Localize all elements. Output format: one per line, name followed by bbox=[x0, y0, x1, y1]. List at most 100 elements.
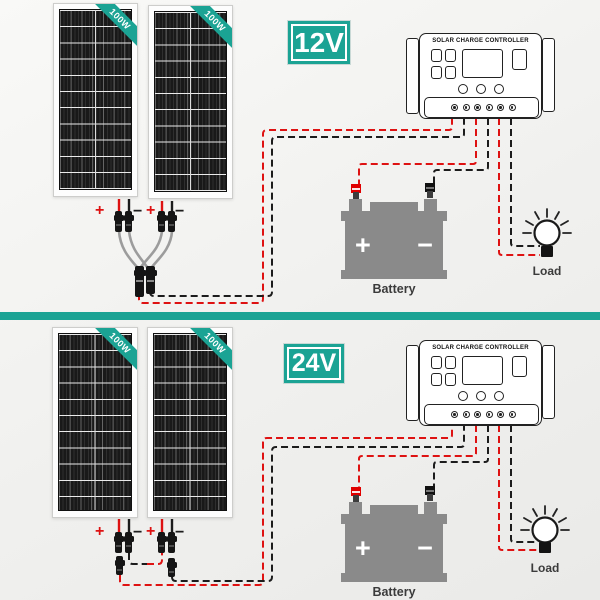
controller-button bbox=[445, 49, 456, 62]
battery-clamp-positive bbox=[351, 487, 361, 496]
solar-panel: 100W bbox=[147, 327, 233, 518]
controller-mount-tab bbox=[406, 38, 419, 114]
controller-knob bbox=[494, 84, 504, 94]
lead-minus-label: − bbox=[133, 203, 143, 220]
panel-cells bbox=[153, 333, 227, 511]
terminal-battery-positive bbox=[474, 104, 481, 111]
controller-lcd bbox=[462, 49, 503, 78]
lead-plus-label: + bbox=[95, 523, 105, 540]
wire-pv-negative-top bbox=[149, 118, 465, 297]
controller-body: SOLAR CHARGE CONTROLLER bbox=[419, 33, 542, 119]
terminal-pv-positive bbox=[451, 411, 458, 418]
controller-knob bbox=[458, 391, 468, 401]
controller-button bbox=[431, 49, 442, 62]
battery-base bbox=[341, 270, 447, 279]
battery-rail bbox=[341, 211, 447, 221]
battery-post bbox=[349, 502, 362, 514]
solar-panel: 100W bbox=[53, 3, 138, 197]
battery-clamp-stub bbox=[427, 494, 433, 501]
panel-cells bbox=[58, 333, 132, 511]
battery-body: + − bbox=[345, 221, 443, 270]
terminal-strip bbox=[424, 404, 539, 425]
controller-button bbox=[445, 66, 456, 79]
lead-plus-label: + bbox=[146, 202, 156, 219]
battery-minus-symbol: − bbox=[417, 533, 433, 563]
controller-lcd bbox=[462, 356, 503, 385]
charge-controller: SOLAR CHARGE CONTROLLER bbox=[406, 33, 556, 119]
mc4-connector-negative bbox=[166, 532, 177, 553]
wire-pv-positive-bottom bbox=[119, 425, 453, 586]
battery-clamp-stub bbox=[353, 495, 359, 502]
battery-plus-symbol: + bbox=[355, 533, 371, 563]
controller-knob bbox=[494, 391, 504, 401]
pv-lead-stubs-bottom bbox=[117, 519, 174, 534]
terminal-load-negative bbox=[508, 411, 516, 418]
terminal-pv-positive bbox=[451, 104, 458, 111]
terminal-battery-negative bbox=[485, 104, 493, 111]
battery-clamp-negative bbox=[425, 183, 435, 192]
battery-minus-symbol: − bbox=[417, 230, 433, 260]
controller-mount-tab bbox=[542, 38, 555, 112]
battery-rail bbox=[341, 514, 447, 524]
battery-handle bbox=[370, 505, 418, 514]
battery-clamp-stub bbox=[427, 191, 433, 198]
terminal-load-positive bbox=[497, 411, 504, 418]
terminal-pv-negative bbox=[462, 104, 470, 111]
parallel-output-connector-positive bbox=[133, 266, 146, 297]
terminal-battery-positive bbox=[474, 411, 481, 418]
controller-button bbox=[445, 373, 456, 386]
battery-post bbox=[349, 199, 362, 211]
voltage-label: 24V bbox=[287, 347, 341, 380]
controller-mount-tab bbox=[542, 345, 555, 419]
mc4-connector-negative bbox=[123, 532, 134, 553]
voltage-label: 12V bbox=[291, 24, 347, 61]
mc4-connector-negative bbox=[123, 211, 134, 232]
series-extension-connector-positive bbox=[114, 556, 125, 575]
battery-post bbox=[424, 199, 437, 211]
solar-panel: 100W bbox=[148, 5, 233, 199]
battery-post bbox=[424, 502, 437, 514]
wire-battery-negative-bottom bbox=[433, 425, 489, 487]
mc4-connector-positive bbox=[156, 211, 167, 232]
battery-body: + − bbox=[345, 524, 443, 573]
panel-cells bbox=[59, 9, 132, 190]
lead-plus-label: + bbox=[95, 202, 105, 219]
wire-pv-negative-bottom bbox=[171, 425, 465, 582]
parallel-output-connector-negative bbox=[144, 266, 157, 294]
battery-clamp-negative bbox=[425, 486, 435, 495]
wire-pv-positive-top bbox=[138, 118, 453, 304]
y-branch-cables bbox=[117, 230, 174, 268]
load-bulb-bottom bbox=[520, 505, 570, 553]
voltage-badge: 12V bbox=[288, 21, 350, 64]
series-jumper-negative bbox=[128, 553, 147, 565]
controller-knob bbox=[458, 84, 468, 94]
battery-base bbox=[341, 573, 447, 582]
lead-plus-label: + bbox=[146, 523, 156, 540]
wire-battery-positive-top bbox=[358, 118, 477, 184]
charge-controller: SOLAR CHARGE CONTROLLER bbox=[406, 340, 556, 426]
battery-clamp-stub bbox=[353, 192, 359, 199]
controller-mount-tab bbox=[406, 345, 419, 421]
battery-label: Battery bbox=[372, 585, 416, 599]
mc4-connector-positive bbox=[113, 211, 124, 232]
controller-port bbox=[512, 49, 527, 70]
lead-minus-label: − bbox=[175, 524, 185, 541]
controller-title: SOLAR CHARGE CONTROLLER bbox=[432, 345, 529, 351]
battery-clamp-positive bbox=[351, 184, 361, 193]
wire-load-negative-top bbox=[510, 118, 540, 247]
terminal-strip bbox=[424, 97, 539, 118]
controller-port bbox=[512, 356, 527, 377]
series-extension-connector-negative bbox=[166, 558, 177, 577]
wire-load-positive-bottom bbox=[498, 425, 538, 551]
wire-battery-positive-bottom bbox=[358, 425, 477, 487]
voltage-badge: 24V bbox=[284, 344, 344, 383]
controller-button bbox=[431, 356, 442, 369]
controller-knob bbox=[476, 84, 486, 94]
controller-button bbox=[431, 373, 442, 386]
mc4-connector-positive bbox=[156, 532, 167, 553]
controller-button bbox=[445, 356, 456, 369]
terminal-load-positive bbox=[497, 104, 504, 111]
panel-cells bbox=[154, 11, 227, 192]
